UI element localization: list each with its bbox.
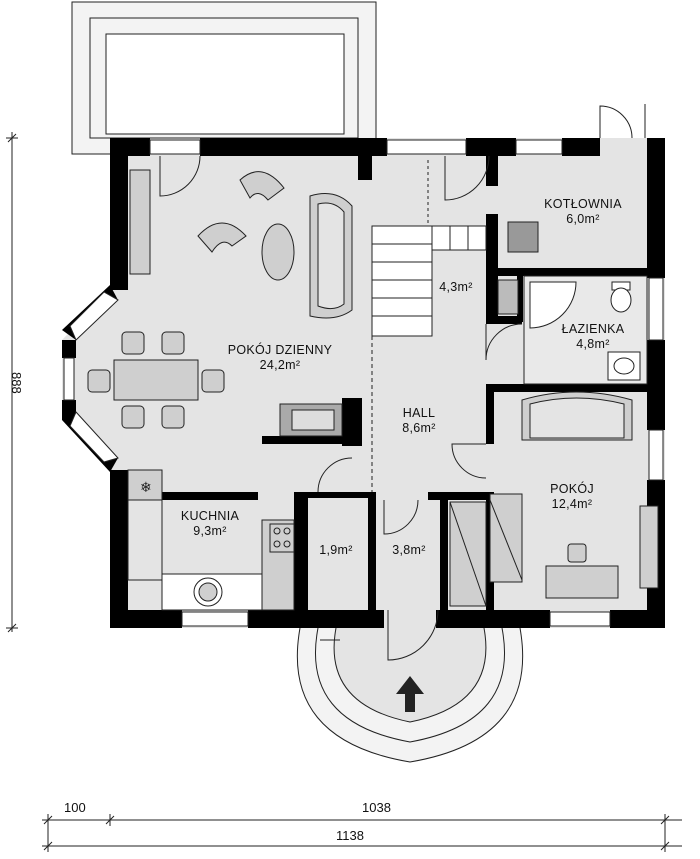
room-kitchen-area: 9,3m² bbox=[193, 524, 227, 538]
room-bedroom-area: 12,4m² bbox=[551, 497, 593, 511]
room-bath-name: ŁAZIENKA bbox=[561, 322, 625, 336]
entrance-steps bbox=[296, 627, 524, 763]
room-stairs-area: 4,3m² bbox=[439, 280, 473, 294]
dimension-width-offset: 100 bbox=[64, 800, 86, 815]
room-stairs: 4,3m² bbox=[428, 280, 484, 295]
snowflake-icon: ❄ bbox=[140, 479, 152, 495]
room-boiler: KOTŁOWNIA 6,0m² bbox=[528, 197, 638, 227]
inner-walls bbox=[128, 138, 665, 610]
boiler-unit bbox=[507, 221, 539, 253]
doors bbox=[159, 104, 646, 661]
room-bedroom: POKÓJ 12,4m² bbox=[530, 482, 614, 512]
stove-icon bbox=[269, 523, 295, 553]
pipe-shaft bbox=[497, 279, 519, 315]
room-wc-area: 3,8m² bbox=[392, 543, 426, 557]
room-pantry-area: 1,9m² bbox=[319, 543, 353, 557]
kitchen-furniture bbox=[127, 469, 295, 611]
room-hall-name: HALL bbox=[402, 406, 436, 420]
room-living-name: POKÓJ DZIENNY bbox=[227, 343, 333, 357]
toilet-icon bbox=[610, 281, 632, 313]
room-hall: HALL 8,6m² bbox=[384, 406, 454, 436]
terrace bbox=[71, 1, 377, 155]
room-bath: ŁAZIENKA 4,8m² bbox=[548, 322, 638, 352]
entrance-arrow-icon bbox=[396, 676, 424, 712]
living-furniture bbox=[87, 169, 353, 437]
room-pantry: 1,9m² bbox=[306, 543, 366, 558]
dimension-lines bbox=[6, 132, 682, 852]
dimension-width-inner: 1038 bbox=[362, 800, 391, 815]
room-boiler-name: KOTŁOWNIA bbox=[544, 197, 622, 211]
room-living-area: 24,2m² bbox=[259, 358, 301, 372]
sink-icon bbox=[607, 351, 641, 381]
windows bbox=[63, 139, 664, 627]
room-bedroom-name: POKÓJ bbox=[550, 482, 594, 496]
room-kitchen-name: KUCHNIA bbox=[180, 509, 240, 523]
room-kitchen: KUCHNIA 9,3m² bbox=[160, 509, 260, 539]
room-wc: 3,8m² bbox=[380, 543, 438, 558]
room-boiler-area: 6,0m² bbox=[566, 212, 600, 226]
bedroom-furniture bbox=[489, 391, 659, 599]
dimension-width-total: 1138 bbox=[336, 828, 364, 843]
dimension-height: 888 bbox=[9, 372, 24, 394]
room-hall-area: 8,6m² bbox=[402, 421, 436, 435]
staircase bbox=[371, 160, 487, 492]
room-living: POKÓJ DZIENNY 24,2m² bbox=[210, 343, 350, 373]
room-bath-area: 4,8m² bbox=[576, 337, 610, 351]
wardrobe-furniture bbox=[449, 501, 487, 607]
